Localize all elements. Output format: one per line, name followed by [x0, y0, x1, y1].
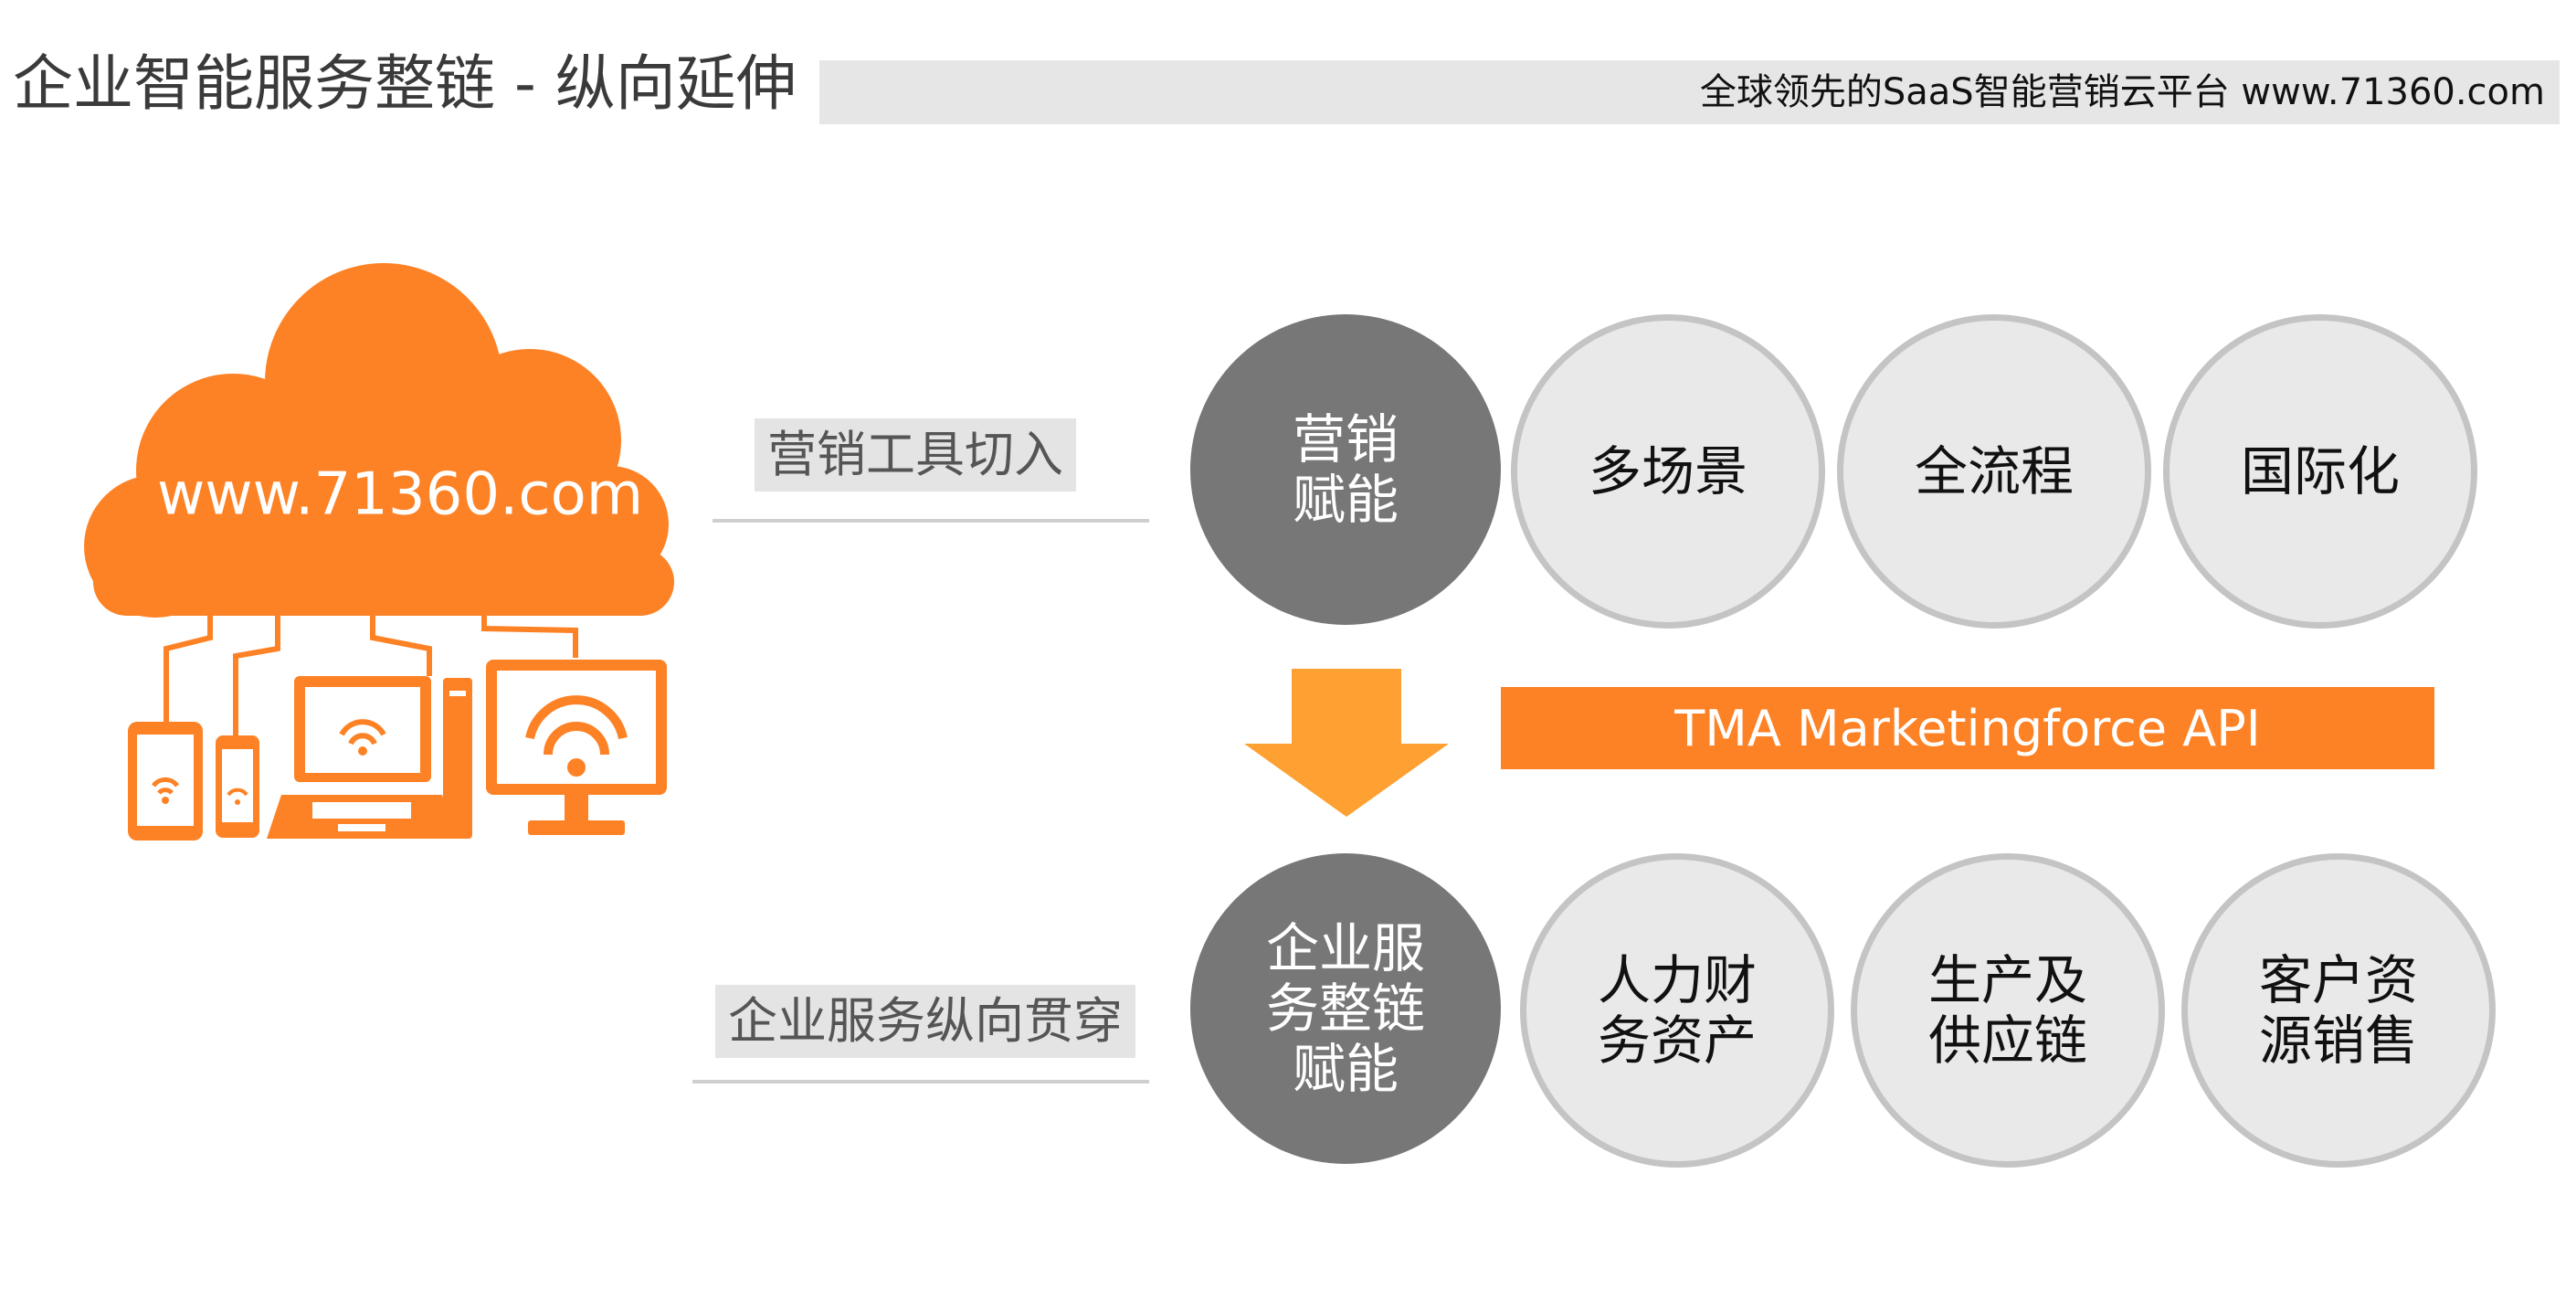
circle-international-label: 国际化: [2240, 440, 2400, 502]
header-tagline: 全球领先的SaaS智能营销云平台 www.71360.com: [1699, 71, 2545, 113]
divider-top: [713, 519, 1149, 523]
circle-customer-sales: 客户资 源销售: [2181, 853, 2496, 1168]
circle-marketing-empower-label: 营销 赋能: [1292, 408, 1399, 531]
divider-bottom: [692, 1080, 1149, 1084]
circle-enterprise-empower: 企业服 务整链 赋能: [1190, 853, 1501, 1164]
circle-international: 国际化: [2163, 314, 2477, 629]
header-bar: 全球领先的SaaS智能营销云平台 www.71360.com: [819, 60, 2560, 124]
phone-icon: [216, 735, 259, 838]
circle-multi-scenario-label: 多场景: [1588, 440, 1747, 502]
laptop-icon: [267, 676, 457, 839]
circle-supply-chain: 生产及 供应链: [1851, 853, 2165, 1168]
api-bar-label: TMA Marketingforce API: [1674, 699, 2261, 757]
cloud-icon: [84, 263, 674, 618]
circle-full-process: 全流程: [1837, 314, 2151, 629]
label-enterprise-services: 企业服务纵向贯穿: [715, 985, 1135, 1058]
cloud-url-text: www.71360.com: [157, 461, 643, 529]
down-arrow-icon: [1244, 669, 1449, 817]
monitor-icon: [486, 660, 667, 835]
circle-multi-scenario: 多场景: [1511, 314, 1825, 629]
circle-hr-finance: 人力财 务资产: [1520, 853, 1834, 1168]
page-title: 企业智能服务整链 - 纵向延伸: [13, 48, 797, 119]
label-marketing-tools: 营销工具切入: [755, 418, 1076, 492]
tower-icon: [443, 678, 472, 839]
circle-hr-finance-label: 人力财 务资产: [1597, 949, 1757, 1072]
circle-customer-sales-label: 客户资 源销售: [2258, 949, 2418, 1072]
circle-supply-chain-label: 生产及 供应链: [1927, 949, 2087, 1072]
tablet-icon: [128, 722, 203, 841]
circle-marketing-empower: 营销 赋能: [1190, 314, 1501, 625]
circle-full-process-label: 全流程: [1914, 440, 2074, 502]
circle-enterprise-empower-label: 企业服 务整链 赋能: [1265, 917, 1425, 1100]
connection-lines: [164, 583, 578, 735]
api-bar: TMA Marketingforce API: [1501, 687, 2434, 769]
cloud-devices-illustration: www.71360.com: [84, 263, 674, 841]
